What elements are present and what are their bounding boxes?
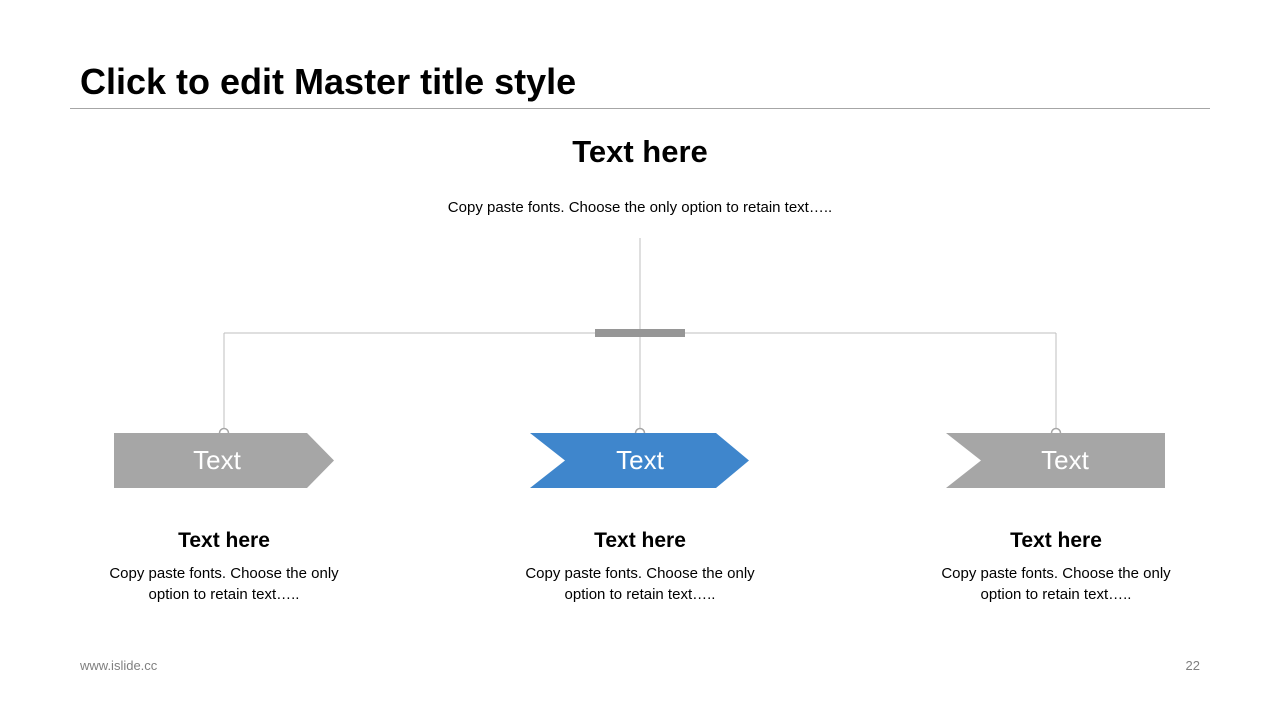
node-1-arrow-shape[interactable] bbox=[114, 433, 336, 488]
connector-hub bbox=[595, 329, 685, 337]
node-3-heading[interactable]: Text here bbox=[1010, 529, 1102, 552]
title-divider bbox=[70, 108, 1210, 109]
node-1-arrow-label[interactable]: Text bbox=[193, 445, 241, 475]
node-3-arrow-label[interactable]: Text bbox=[1041, 445, 1089, 475]
top-description[interactable]: Copy paste fonts. Choose the only option… bbox=[447, 199, 833, 216]
node-2-arrow-shape[interactable] bbox=[530, 433, 752, 488]
node-2-description-line-2: option to retain text….. bbox=[564, 586, 716, 603]
node-3-description-line-2: option to retain text….. bbox=[980, 586, 1132, 603]
node-1-description[interactable]: Copy paste fonts. Choose the only option… bbox=[94, 563, 354, 605]
footer-url: www.islide.cc bbox=[80, 658, 158, 673]
master-title[interactable]: Click to edit Master title style bbox=[80, 61, 577, 102]
node-3-description[interactable]: Copy paste fonts. Choose the only option… bbox=[926, 563, 1186, 605]
node-3-arrow-shape[interactable] bbox=[946, 433, 1166, 488]
node-2-description-line-1: Copy paste fonts. Choose the only bbox=[525, 565, 755, 582]
node-1-description-line-1: Copy paste fonts. Choose the only bbox=[109, 565, 339, 582]
node-1-heading[interactable]: Text here bbox=[178, 529, 270, 552]
node-2-arrow-label[interactable]: Text bbox=[616, 445, 664, 475]
node-2-description[interactable]: Copy paste fonts. Choose the only option… bbox=[510, 563, 770, 605]
page-number: 22 bbox=[1185, 658, 1200, 673]
node-2-heading[interactable]: Text here bbox=[594, 529, 686, 552]
node-1-description-line-2: option to retain text….. bbox=[148, 586, 300, 603]
node-3-description-line-1: Copy paste fonts. Choose the only bbox=[941, 565, 1171, 582]
top-heading[interactable]: Text here bbox=[572, 134, 708, 169]
